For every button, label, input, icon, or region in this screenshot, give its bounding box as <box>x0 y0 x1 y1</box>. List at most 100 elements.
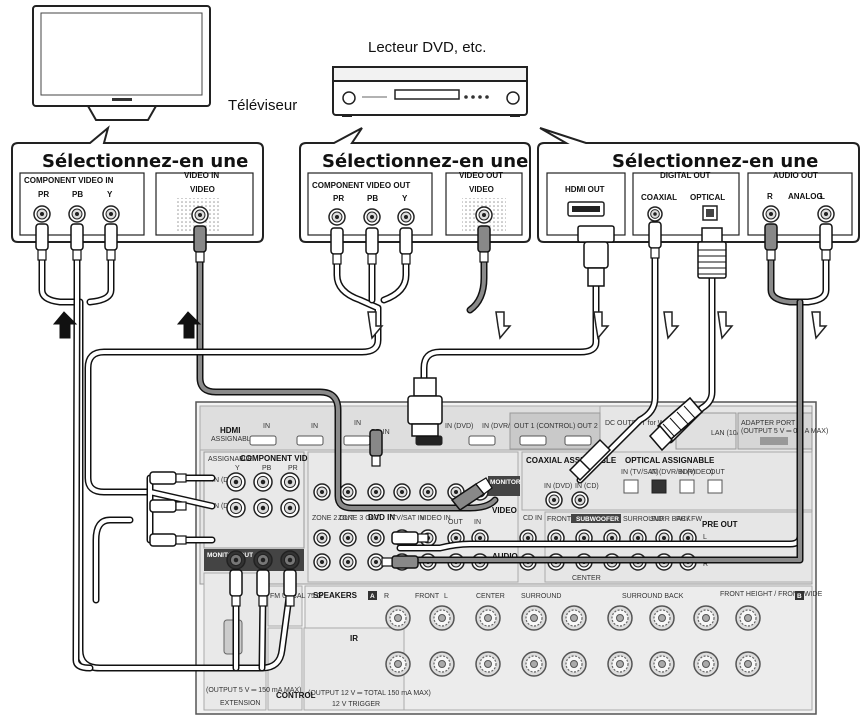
tv-component-cable-y <box>86 246 115 306</box>
optical-label: OPTICAL <box>690 193 725 202</box>
rx-video-jack-3 <box>393 483 411 501</box>
hdmi-plug-bottom <box>407 377 443 437</box>
rx-coax-in-dvd: IN (DVD) <box>544 483 572 490</box>
rx-sp-b: B <box>797 593 802 600</box>
rx-component-in-plug-2 <box>149 533 187 547</box>
audio-r-jack <box>762 205 780 223</box>
dvd-jack-y: Y <box>402 194 408 203</box>
rx-hdmi-in-3: IN <box>354 420 361 427</box>
rx-ir: IR <box>350 634 358 643</box>
audio-r-label: R <box>767 192 773 201</box>
rx-speaker-post-top-1 <box>429 605 455 631</box>
coaxial-out-jack <box>647 206 663 222</box>
rx-sp-center: CENTER <box>476 593 505 600</box>
rx-audio-l-jack-2 <box>367 529 385 547</box>
dvd-component-cable-y <box>380 248 410 304</box>
dvd-player-device <box>332 66 528 117</box>
rx-out: OUT <box>448 519 464 526</box>
rx-video: VIDEO <box>492 506 517 515</box>
arrow-down-hdmi <box>593 311 610 340</box>
tv-jack-pr: PR <box>38 190 49 199</box>
rx-monitor-jack-0 <box>226 550 246 570</box>
rx-hdmi-title: HDMI <box>220 426 240 435</box>
tv-label: Téléviseur <box>228 97 297 114</box>
rx-sp-surround: SURROUND <box>521 593 561 600</box>
rx-coax-in-cd: IN (CD) <box>575 483 599 490</box>
rx-speaker-post-top-6 <box>649 605 675 631</box>
rx-monitor-out-video: MONITOR OUT <box>490 479 536 486</box>
optical-plug-top <box>697 227 727 279</box>
dvd-component-jack-0 <box>328 208 346 226</box>
rx-comp-in-dvd: IN (DVD) <box>212 477 240 484</box>
rx-comp-in-dvr-jack-1 <box>253 498 273 518</box>
dvd-video-label: VIDEO <box>469 185 494 194</box>
rx-audio-l-jack-1 <box>339 529 357 547</box>
rx-comp-in-dvd-jack-1 <box>253 472 273 492</box>
hdmi-cable <box>420 281 600 394</box>
rx-extension-out: (OUTPUT 5 V ═ 150 mA MAX) <box>206 687 301 694</box>
audio-l-label: L <box>820 192 825 201</box>
rx-coax-jack-1 <box>571 491 589 509</box>
rx-hdmi-out: OUT 1 (CONTROL) OUT 2 <box>514 423 598 430</box>
rx-video-in: VIDEO IN <box>420 515 451 522</box>
tv-device <box>32 5 211 121</box>
rx-fm: FM UNBAL 75 Ω <box>270 593 322 600</box>
rx-adapter-port: ADAPTER PORT <box>741 420 796 427</box>
rx-speaker-post-bottom-2 <box>475 651 501 677</box>
rx-subwoofer: SUBWOOFER <box>576 516 619 523</box>
rx-trigger-out: (OUTPUT 12 V ═ TOTAL 150 mA MAX) <box>308 690 431 697</box>
rx-tvsat-in: TV/SAT IN <box>392 515 425 522</box>
tv-video-header: VIDEO IN <box>184 171 219 180</box>
dvd-component-plug-1 <box>365 227 379 265</box>
arrow-up-component <box>52 311 78 339</box>
dvd-jack-pb: PB <box>367 194 378 203</box>
rx-hdmi-in-dvr: IN (DVR/BDR) <box>482 423 527 430</box>
tv-video-plug <box>193 225 207 263</box>
dvd-label: Lecteur DVD, etc. <box>368 39 486 56</box>
hdmi-out-label: HDMI OUT <box>565 185 605 194</box>
rx-assignable: ASSIGNABLE <box>208 456 253 463</box>
rx-monitor-plug-0 <box>229 569 243 607</box>
rx-sp-a: A <box>370 593 375 600</box>
rx-comp-in-dvr-jack-0 <box>226 498 246 518</box>
tv-component-plug-1 <box>70 223 84 261</box>
audio-l-jack <box>817 205 835 223</box>
rx-fh-fw: FH / FW <box>676 516 702 523</box>
rx-component-video: COMPONENT VIDEO <box>240 454 319 463</box>
tv-component-plug-0 <box>35 223 49 261</box>
arrow-down-dvd-video <box>495 311 512 340</box>
rx-comp-in-dvd-jack-2 <box>280 472 300 492</box>
rx-speaker-post-top-2 <box>475 605 501 631</box>
tv-panel-title: Sélectionnez-en une <box>42 151 248 172</box>
rx-audio-r-jack-2 <box>367 553 385 571</box>
arrow-up-video <box>176 311 202 339</box>
rx-pre-r: R <box>703 561 708 568</box>
rx-speaker-post-top-8 <box>735 605 761 631</box>
rx-monitor-jack-2 <box>280 550 300 570</box>
tv-jack-pb: PB <box>72 190 83 199</box>
rx-video-jack-1 <box>339 483 357 501</box>
rx-opt-in-tvsat: IN (TV/SAT) <box>621 469 659 476</box>
rx-dc-out: DC OUTPUT for WIRELESS LAN <box>605 420 710 427</box>
tv-component-cable-pr <box>38 246 294 672</box>
cables-layer <box>38 236 830 672</box>
tv-component-plug-2 <box>104 223 118 261</box>
rx-surround: SURROUND <box>623 516 663 523</box>
tv-component-label: COMPONENT VIDEO IN <box>24 176 114 185</box>
rx-speaker-post-bottom-4 <box>561 651 587 677</box>
analog-cable-r-run <box>396 298 804 564</box>
rx-speaker-post-top-4 <box>561 605 587 631</box>
rx-speaker-post-top-5 <box>607 605 633 631</box>
rx-sp-front-l: L <box>444 593 448 600</box>
rx-comp-pb: PB <box>262 465 272 472</box>
rx-comp-in-dvr-jack-2 <box>280 498 300 518</box>
analog-label: ANALOG <box>788 192 823 201</box>
rx-speaker-post-bottom-7 <box>693 651 719 677</box>
tv-component-cable-pb <box>72 246 94 672</box>
rx-sp-front-r: R <box>384 593 389 600</box>
rx-hdmi-in-dvd: IN (DVD) <box>445 423 473 430</box>
audio-panel-title: Sélectionnez-en une <box>612 151 818 172</box>
rx-video-jack-5 <box>447 483 465 501</box>
rx-hdmi-in-1: IN <box>263 423 270 430</box>
rx-audio-r-jack-0 <box>313 553 331 571</box>
